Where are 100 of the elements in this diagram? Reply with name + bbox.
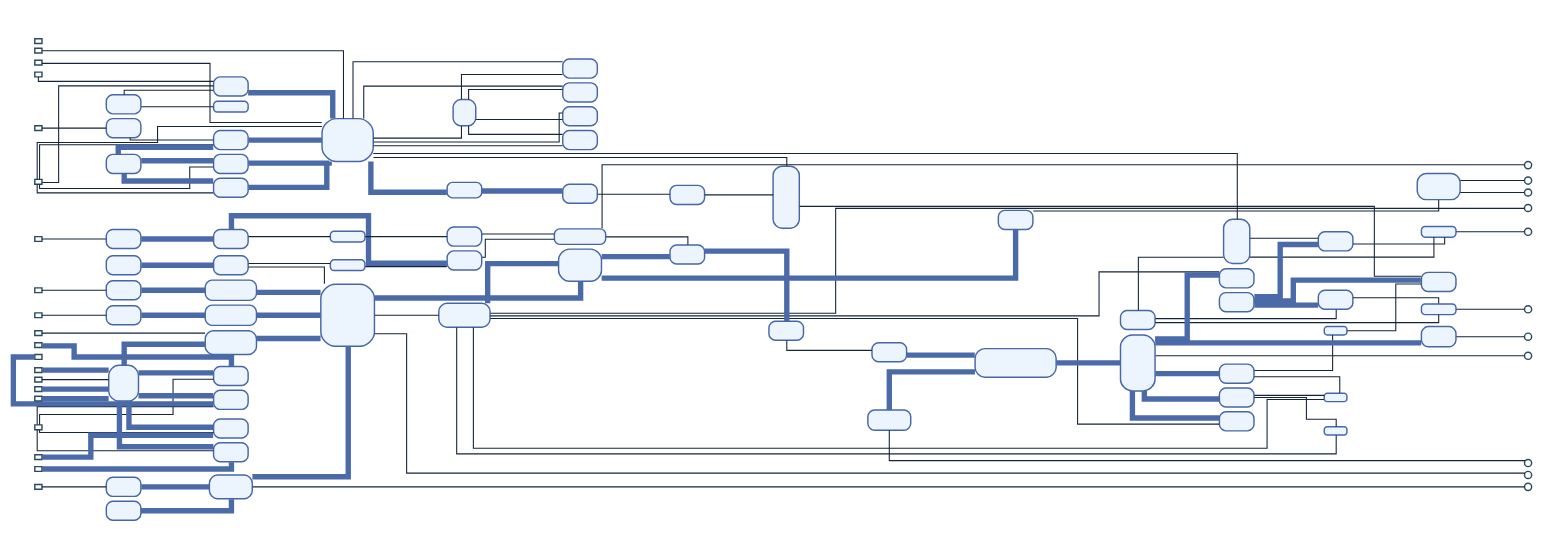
node-circle xyxy=(1523,175,1533,185)
node-box xyxy=(1317,230,1354,252)
connector xyxy=(252,345,351,479)
connector xyxy=(41,49,344,119)
node-box xyxy=(1119,333,1156,392)
connector xyxy=(460,73,564,100)
node-box xyxy=(768,320,805,341)
connector xyxy=(42,432,214,460)
connector xyxy=(1155,339,1422,346)
connector xyxy=(36,428,214,451)
node-circle xyxy=(1523,304,1533,314)
node-box xyxy=(34,385,43,392)
connector xyxy=(888,429,1526,461)
node-box xyxy=(34,37,43,44)
node-box xyxy=(1420,225,1457,238)
connector xyxy=(1155,354,1525,356)
connector xyxy=(1141,390,1220,402)
node-box xyxy=(329,258,366,271)
node-box xyxy=(34,483,43,490)
node-box xyxy=(1218,386,1255,408)
connector xyxy=(129,136,214,141)
node-box xyxy=(1119,309,1156,330)
connector xyxy=(10,353,214,406)
connector xyxy=(1056,359,1121,366)
node-box xyxy=(772,165,801,229)
connector xyxy=(597,193,671,195)
connector xyxy=(1253,375,1341,394)
connector xyxy=(248,161,330,190)
connector xyxy=(41,485,107,487)
node-box xyxy=(669,243,706,265)
connector xyxy=(42,385,109,392)
node-box xyxy=(212,228,249,249)
connector xyxy=(1253,396,1337,427)
node-box xyxy=(212,254,249,275)
node-box xyxy=(34,341,43,348)
connector xyxy=(248,89,336,119)
connector xyxy=(372,152,1238,220)
connector xyxy=(248,235,331,237)
connector xyxy=(601,163,1525,229)
connector xyxy=(363,85,564,119)
connector xyxy=(364,235,448,237)
connector xyxy=(1155,370,1220,376)
node-box xyxy=(34,286,43,293)
node-box xyxy=(34,395,43,402)
node-box xyxy=(105,117,142,138)
node-box xyxy=(446,225,483,247)
node-box xyxy=(212,365,249,386)
node-circle xyxy=(1523,482,1533,491)
connector xyxy=(37,75,214,82)
connector xyxy=(42,461,235,472)
node-circle xyxy=(1523,227,1533,236)
connector xyxy=(1254,276,1421,304)
node-box xyxy=(105,228,142,249)
connector xyxy=(1455,230,1525,232)
connector xyxy=(489,317,1220,425)
connector xyxy=(364,265,448,267)
connector xyxy=(1459,179,1525,181)
connector xyxy=(601,253,670,259)
connector xyxy=(1455,335,1525,337)
connector xyxy=(116,400,214,449)
connector xyxy=(247,265,325,284)
node-box xyxy=(1218,267,1255,289)
connector xyxy=(490,207,1525,314)
connector xyxy=(115,144,214,154)
node-box xyxy=(1218,362,1255,384)
node-circle xyxy=(1523,187,1533,197)
node-box xyxy=(1416,172,1461,200)
connector xyxy=(42,395,109,401)
connector xyxy=(42,366,109,373)
node-circle xyxy=(1523,470,1533,479)
connector xyxy=(41,314,107,316)
connector xyxy=(482,187,563,194)
node-box xyxy=(105,476,142,497)
node-box xyxy=(438,302,491,328)
connector xyxy=(41,84,214,183)
node-box xyxy=(669,184,706,205)
connector xyxy=(138,369,214,376)
connector xyxy=(141,235,214,242)
connector xyxy=(42,342,235,366)
node-box xyxy=(329,230,366,243)
node-box xyxy=(34,329,43,336)
connector xyxy=(140,498,235,513)
node-box xyxy=(34,235,43,242)
node-box xyxy=(204,329,258,355)
node-box xyxy=(562,57,599,79)
node-box xyxy=(562,105,599,126)
connector xyxy=(36,183,214,193)
connector xyxy=(1254,301,1319,308)
connector xyxy=(256,289,321,295)
connector xyxy=(39,143,215,180)
connector xyxy=(141,157,214,163)
node-box xyxy=(212,177,249,198)
node-box xyxy=(974,347,1057,378)
connector xyxy=(41,332,206,334)
connector xyxy=(799,205,1422,277)
connector xyxy=(1455,308,1525,310)
node-circle xyxy=(1523,331,1533,341)
node-box xyxy=(320,283,376,347)
connector xyxy=(41,127,107,129)
node-box xyxy=(1323,325,1348,336)
